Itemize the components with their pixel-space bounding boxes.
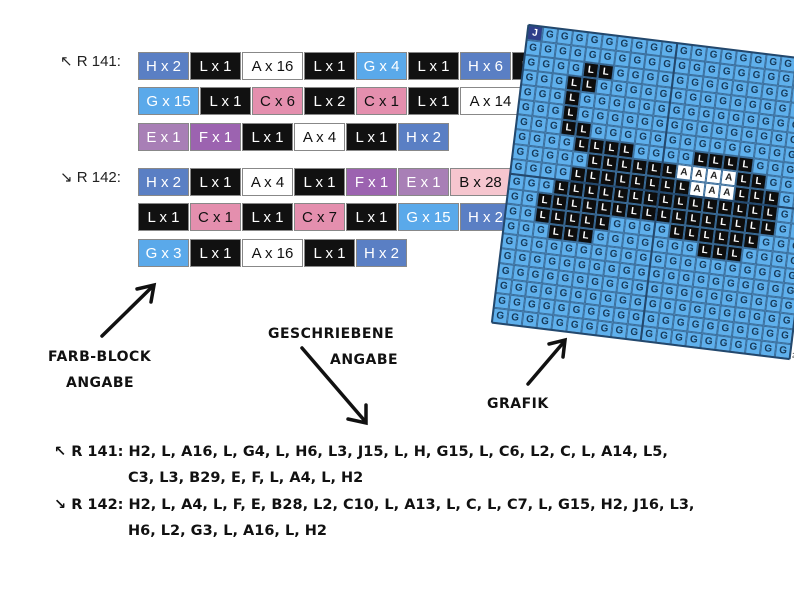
grafik-label: GRAFIK xyxy=(487,396,549,412)
color-block-chip: L x 1 xyxy=(408,52,459,80)
farb-block-arrow xyxy=(100,282,157,338)
color-block-chip: C x 7 xyxy=(294,203,345,231)
color-block-chip: H x 2 xyxy=(138,168,189,196)
written-r142-line2: H6, L2, G3, L, A16, L, H2 xyxy=(128,523,327,539)
color-block-chip: H x 2 xyxy=(356,239,407,267)
row-141-label: ↖ R 141: xyxy=(60,53,121,70)
written-r141-line2: C3, L3, B29, E, F, L, A4, L, H2 xyxy=(128,470,364,486)
color-block-chip: L x 1 xyxy=(408,87,459,115)
color-block-chip: L x 1 xyxy=(346,203,397,231)
color-block-chip: L x 1 xyxy=(294,168,345,196)
written-r141-line1: ↖ R 141: H2, L, A16, L, G4, L, H6, L3, J… xyxy=(54,444,668,460)
color-block-chip: L x 1 xyxy=(242,203,293,231)
color-block-chip: L x 1 xyxy=(190,168,241,196)
written-r142-line1: ↘ R 142: H2, L, A4, L, F, E, B28, L2, C1… xyxy=(54,497,695,513)
color-block-chip: H x 6 xyxy=(460,52,511,80)
color-block-chip: A x 4 xyxy=(242,168,293,196)
color-block-chip: G x 15 xyxy=(398,203,459,231)
color-block-chip: A x 16 xyxy=(242,239,303,267)
row-142-label: ↘ R 142: xyxy=(60,169,121,186)
farb-block-label-line2: ANGABE xyxy=(66,375,135,391)
color-block-chip: B x 28 xyxy=(450,168,511,196)
color-block-chip: L x 1 xyxy=(304,52,355,80)
color-block-chip: L x 1 xyxy=(190,52,241,80)
color-block-chip: F x 1 xyxy=(346,168,397,196)
color-block-chip: A x 14 xyxy=(460,87,521,115)
color-block-chip: C x 1 xyxy=(190,203,241,231)
color-block-chip: H x 2 xyxy=(138,52,189,80)
color-block-chip: E x 1 xyxy=(398,168,449,196)
color-block-chip: L x 1 xyxy=(200,87,251,115)
grafik-arrow xyxy=(526,337,568,386)
color-block-chip: L x 1 xyxy=(242,123,293,151)
color-block-chip: G x 4 xyxy=(356,52,407,80)
color-block-chip: C x 1 xyxy=(356,87,407,115)
color-block-chip: G x 15 xyxy=(138,87,199,115)
color-block-chip: L x 1 xyxy=(346,123,397,151)
farb-block-label-line1: FARB-BLOCK xyxy=(48,349,152,365)
color-block-chip: F x 1 xyxy=(190,123,241,151)
color-block-chip: L x 1 xyxy=(304,239,355,267)
color-block-chip: H x 2 xyxy=(398,123,449,151)
color-block-chip: E x 1 xyxy=(138,123,189,151)
color-block-chip: A x 4 xyxy=(294,123,345,151)
color-block-chip: L x 1 xyxy=(190,239,241,267)
color-block-chip: A x 16 xyxy=(242,52,303,80)
color-block-chip: H x 2 xyxy=(460,203,511,231)
color-block-chip: L x 2 xyxy=(304,87,355,115)
geschriebene-label-line2: ANGABE xyxy=(330,352,399,368)
geschriebene-label-line1: GESCHRIEBENE xyxy=(268,326,395,342)
color-block-chip: G x 3 xyxy=(138,239,189,267)
color-block-chip: L x 1 xyxy=(138,203,189,231)
color-block-chip: C x 6 xyxy=(252,87,303,115)
